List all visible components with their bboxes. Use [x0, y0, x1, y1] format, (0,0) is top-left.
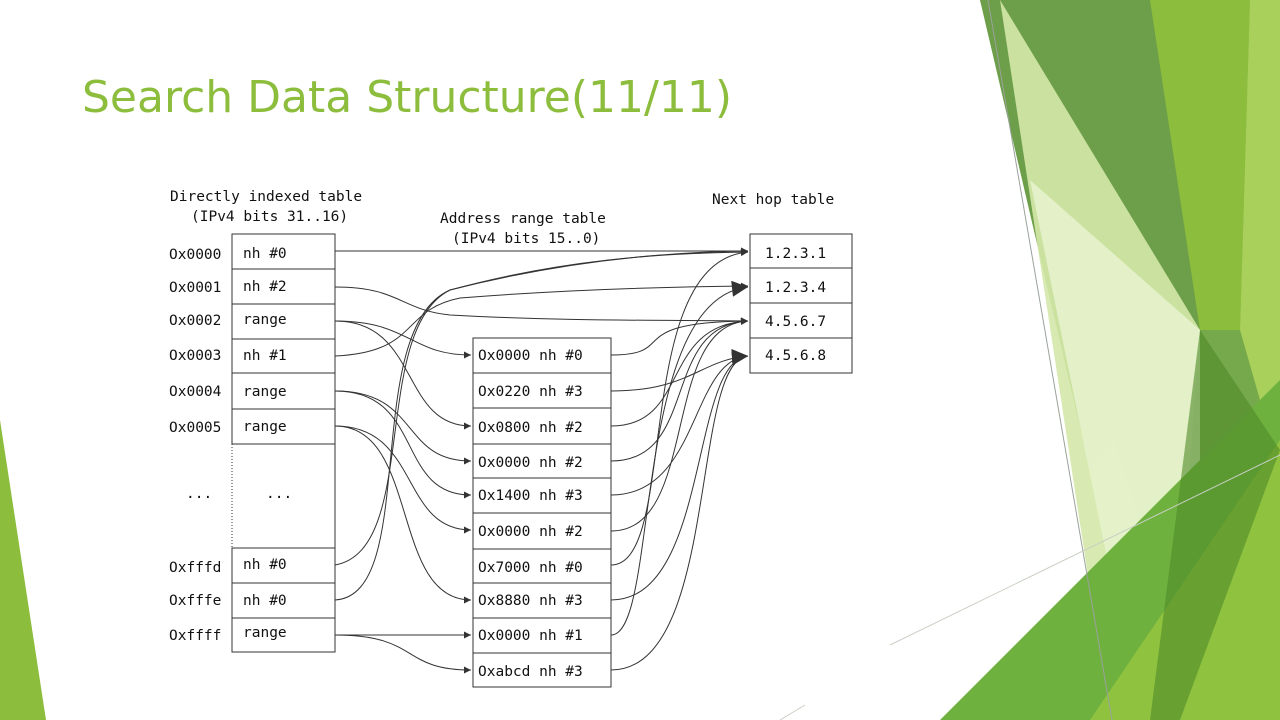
arrow-directfffe-to-nh0 [334, 248, 749, 601]
direct-key-8: Oxfffe [169, 593, 221, 609]
direct-key-1: Ox0001 [169, 280, 221, 296]
range-cell-3 [472, 443, 612, 479]
direct-value-9: range [243, 625, 287, 641]
range-entry-2: Ox0800 nh #2 [478, 420, 583, 436]
direct-value-6: ... [266, 486, 292, 502]
arrow-range0-to-nh2 [610, 317, 749, 356]
range-to-nexthop-arrows [610, 249, 749, 671]
direct-value-5: range [243, 419, 287, 435]
arrow-range2-to-nh2 [610, 317, 749, 427]
arrow-range3-to-nh2 [610, 317, 749, 462]
range-cell-1 [472, 372, 612, 409]
direct-table-title: Directly indexed table [170, 189, 362, 205]
range-entry-3: Ox0000 nh #2 [478, 455, 583, 471]
direct-value-8: nh #0 [243, 593, 287, 609]
arrow-directffff-to-range9 [334, 634, 472, 674]
nexthop-cell-3 [749, 337, 853, 374]
arrow-direct5-to-range5 [334, 425, 472, 534]
direct-cell-8 [231, 582, 336, 619]
direct-cell-5 [231, 408, 336, 445]
direct-to-nexthop-arrows [334, 247, 749, 601]
range-entry-0: Ox0000 nh #0 [478, 348, 583, 364]
nexthop-cell-2 [749, 302, 853, 339]
direct-value-3: nh #1 [243, 348, 287, 364]
arrow-direct3-to-nh1 [334, 282, 749, 357]
direct-cell-3 [231, 338, 336, 374]
direct-value-7: nh #0 [243, 557, 287, 573]
nexthop-entry-3: 4.5.6.8 [765, 348, 826, 364]
slide-title: Search Data Structure(11/11) [82, 72, 733, 123]
nexthop-entry-2: 4.5.6.7 [765, 314, 826, 330]
direct-cell-2 [231, 303, 336, 340]
range-entry-7: Ox8880 nh #3 [478, 593, 583, 609]
range-cell-4 [472, 477, 612, 514]
range-entry-1: Ox0220 nh #3 [478, 384, 583, 400]
arrow-direct4-to-range4 [334, 390, 472, 499]
direct-cell-0 [231, 233, 336, 270]
nexthop-entry-1: 1.2.3.4 [765, 280, 826, 296]
direct-key-9: Oxffff [169, 628, 221, 644]
arrow-range4-to-nh3 [610, 349, 749, 496]
direct-to-range-arrows [334, 320, 472, 674]
nexthop-table: 1.2.3.1 1.2.3.4 4.5.6.7 4.5.6.8 [749, 233, 853, 374]
range-entry-5: Ox0000 nh #2 [478, 524, 583, 540]
direct-value-1: nh #2 [243, 279, 287, 295]
direct-value-0: nh #0 [243, 246, 287, 262]
direct-value-4: range [243, 384, 287, 400]
direct-cell-1 [231, 268, 336, 305]
range-cell-6 [472, 548, 612, 584]
range-cell-2 [472, 407, 612, 445]
range-cell-7 [472, 582, 612, 619]
direct-key-7: Oxfffd [169, 560, 221, 576]
nexthop-table-title: Next hop table [712, 192, 834, 208]
arrow-direct5-to-range7 [334, 425, 472, 604]
range-cell-8 [472, 617, 612, 654]
range-entry-6: Ox7000 nh #0 [478, 560, 583, 576]
range-table-title: Address range table [440, 211, 606, 227]
direct-table: Ox0000 Ox0001 Ox0002 Ox0003 Ox0004 Ox000… [169, 233, 336, 653]
direct-key-5: Ox0005 [169, 420, 221, 436]
direct-key-2: Ox0002 [169, 313, 221, 329]
range-cell-5 [472, 512, 612, 550]
arrow-range9-to-nh3 [610, 349, 749, 671]
range-entry-8: Ox0000 nh #1 [478, 628, 583, 644]
direct-table-subtitle: (IPv4 bits 31..16) [191, 209, 348, 225]
arrow-range8-to-nh1 [610, 280, 749, 636]
arrow-range7-to-nh3 [610, 349, 749, 601]
range-entry-9: Oxabcd nh #3 [478, 664, 583, 680]
range-cell-0 [472, 337, 612, 374]
nexthop-cell-1 [749, 267, 853, 304]
arrow-direct1-to-nh2 [334, 286, 749, 325]
range-cell-9 [472, 652, 612, 688]
direct-key-3: Ox0003 [169, 348, 221, 364]
direct-key-0: Ox0000 [169, 247, 221, 263]
arrow-direct2-to-range0 [334, 320, 472, 359]
direct-cell-9 [231, 617, 336, 653]
range-entry-4: Ox1400 nh #3 [478, 488, 583, 504]
arrow-range5-to-nh2 [610, 317, 749, 532]
direct-cell-4 [231, 372, 336, 410]
arrow-range6-to-nh0 [610, 249, 749, 566]
range-table: Ox0000 nh #0 Ox0220 nh #3 Ox0800 nh #2 O… [472, 337, 612, 688]
nexthop-entry-0: 1.2.3.1 [765, 246, 826, 262]
arrow-direct2-to-range2 [334, 320, 472, 430]
arrow-direct4-to-range3 [334, 390, 472, 465]
nexthop-cell-0 [749, 233, 853, 269]
direct-value-2: range [243, 312, 287, 328]
arrow-range1-to-nh3 [610, 349, 749, 392]
range-table-subtitle: (IPv4 bits 15..0) [452, 231, 600, 247]
direct-key-4: Ox0004 [169, 384, 222, 400]
direct-key-6: ... [186, 486, 212, 502]
